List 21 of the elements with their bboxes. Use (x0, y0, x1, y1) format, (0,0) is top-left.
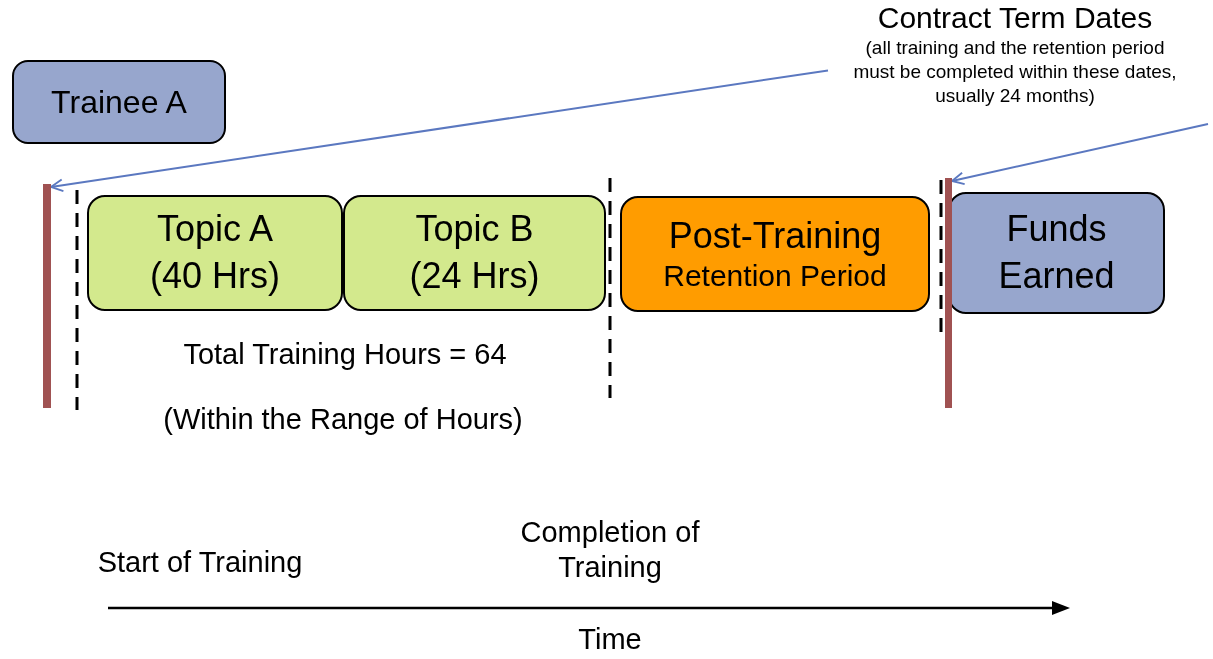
process-box (87, 195, 343, 311)
box-label: Trainee A (51, 82, 187, 122)
box-label: Topic B (24 Hrs) (408, 207, 541, 298)
text-label: Time (577, 622, 643, 657)
text-label: Total Training Hours = 64 (182, 337, 508, 372)
text-label: (Within the Range of Hours) (162, 402, 524, 437)
arrow (951, 123, 1209, 186)
arrow (50, 69, 829, 192)
box-label: Post-Training (668, 214, 882, 258)
text-label: Start of Training (96, 545, 304, 580)
box-label: Funds Earned (997, 207, 1116, 298)
date-marker-bar (43, 184, 51, 408)
process-box (620, 196, 930, 312)
box-label: Topic A (40 Hrs) (149, 207, 281, 298)
date-marker-bar (945, 178, 952, 408)
process-box (12, 60, 226, 144)
note-text: (all training and the retention period must be completed within these dates, usually 24 months) (852, 36, 1178, 108)
box-label: Retention Period (663, 257, 887, 294)
heading: Contract Term Dates (877, 0, 1153, 36)
text-label: Completion of Training (519, 515, 701, 585)
process-box (343, 195, 606, 311)
